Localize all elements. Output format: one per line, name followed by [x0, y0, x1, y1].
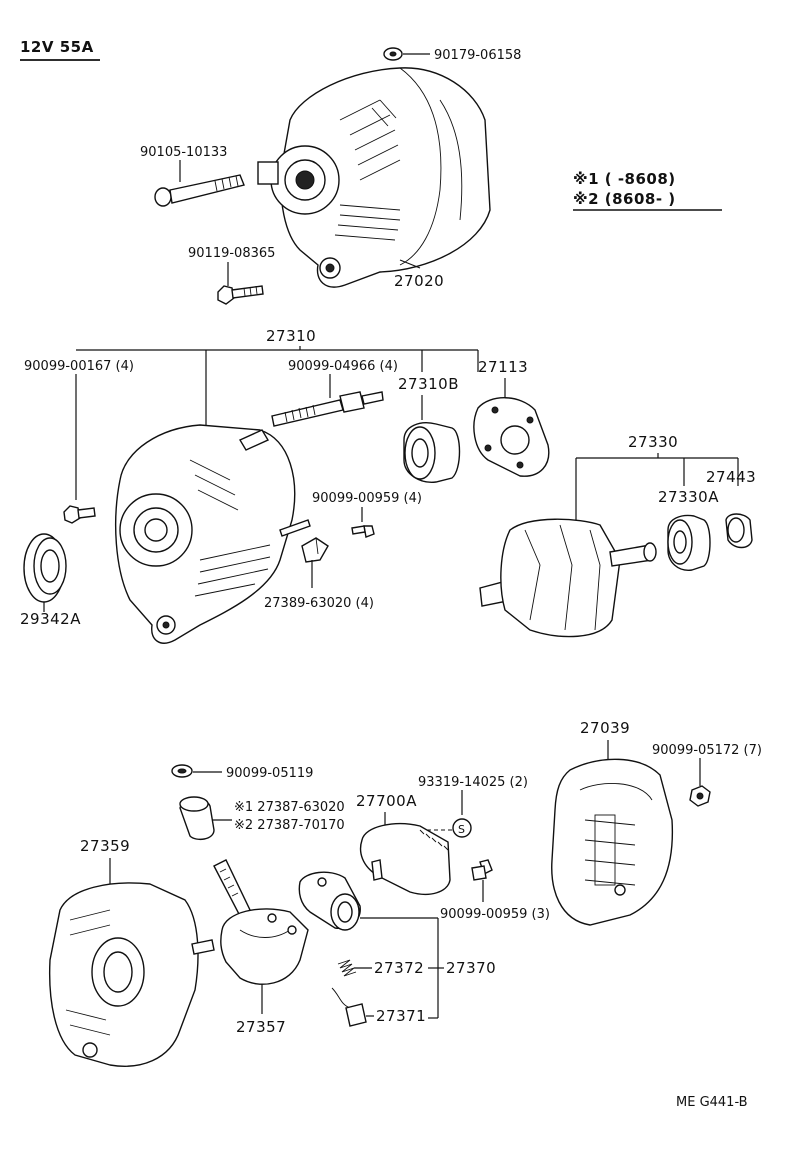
stud-90099-04966 [271, 391, 384, 427]
bolt-90119 [217, 285, 264, 305]
nut-90099-05119 [171, 764, 193, 778]
nut-90099-05172 [689, 785, 711, 807]
brush-holder-27357 [213, 859, 309, 985]
label-29342A: 29342A [20, 610, 81, 628]
label-90179-06158: 90179-06158 [434, 48, 521, 63]
label-27039: 27039 [580, 719, 630, 737]
label-90119-08365: 90119-08365 [188, 246, 275, 261]
label-27387-70170: ※2 27387-70170 [234, 818, 345, 833]
rotor-27330 [479, 518, 657, 638]
screw-90099-00167 [63, 505, 96, 524]
s-mark: S [458, 823, 465, 836]
label-27310B: 27310B [398, 375, 459, 393]
clip-27389 [301, 537, 329, 563]
bearing-27310B [403, 422, 461, 483]
label-27389-63020: 27389-63020 (4) [264, 596, 374, 611]
footer-code: ME G441-B [676, 1095, 748, 1110]
label-90099-00959-3: 90099-00959 (3) [440, 907, 550, 922]
insulator-27387 [179, 796, 215, 841]
label-27357: 27357 [236, 1018, 286, 1036]
label-27371: 27371 [376, 1007, 426, 1025]
label-90105-10133: 90105-10133 [140, 145, 227, 160]
alternator-assembly-27020 [257, 67, 491, 288]
label-27370: 27370 [446, 959, 496, 977]
screw-90099-00959-3 [471, 859, 493, 881]
plate-27113 [473, 397, 550, 477]
label-27310: 27310 [266, 327, 316, 345]
nut-90179 [383, 47, 403, 61]
label-90099-05119: 90099-05119 [226, 766, 313, 781]
label-27020: 27020 [394, 272, 444, 290]
label-90099-00167: 90099-00167 (4) [24, 359, 134, 374]
label-27443: 27443 [706, 468, 756, 486]
label-27700A: 27700A [356, 792, 417, 810]
label-90099-05172: 90099-05172 (7) [652, 743, 762, 758]
screw-90099-00959-4 [351, 525, 375, 538]
label-27113: 27113 [478, 358, 528, 376]
rear-cover-27039 [551, 758, 674, 926]
legend-row-1: ※1 ( -8608) [573, 170, 676, 188]
seal-29342A [23, 533, 67, 603]
brush-assembly-27370 [298, 871, 361, 931]
bearing-27330A [667, 514, 711, 571]
bolt-90105 [154, 174, 245, 207]
label-93319-14025: 93319-14025 (2) [418, 775, 528, 790]
spring-27372 [337, 959, 357, 977]
label-27359: 27359 [80, 837, 130, 855]
label-27372: 27372 [374, 959, 424, 977]
legend-row-2: ※2 (8608- ) [573, 190, 676, 208]
cover-27443 [725, 513, 753, 549]
label-90099-04966: 90099-04966 (4) [288, 359, 398, 374]
rear-frame-27359 [48, 882, 215, 1067]
regulator-27700A [359, 823, 451, 896]
spec-label: 12V 55A [20, 38, 94, 56]
label-90099-00959-4: 90099-00959 (4) [312, 491, 422, 506]
drive-end-frame-27310 [115, 424, 311, 644]
label-27330A: 27330A [658, 488, 719, 506]
label-27387-63020: ※1 27387-63020 [234, 800, 345, 815]
label-27330: 27330 [628, 433, 678, 451]
brush-27371 [331, 987, 367, 1027]
screw-93319: S [452, 818, 472, 838]
